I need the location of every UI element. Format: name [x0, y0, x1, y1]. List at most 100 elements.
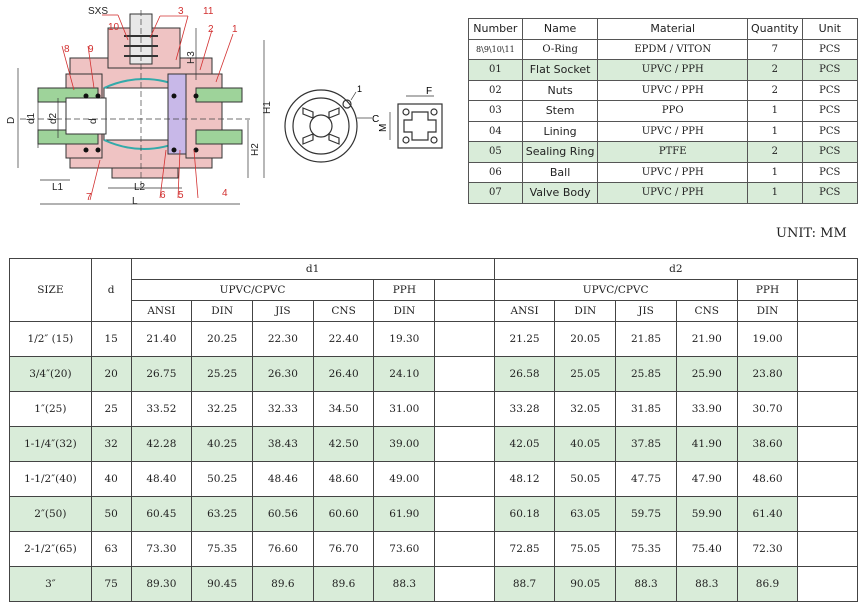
d1-value-cell: 19.30: [373, 321, 436, 357]
d1-value-cell: 48.60: [312, 461, 375, 497]
d2-empty-cell: [797, 531, 858, 567]
d2-value-cell: 23.80: [736, 356, 799, 392]
header-d2-empty: [797, 279, 858, 301]
table-row: 06 Ball UPVC / PPH 1 PCS: [468, 161, 858, 183]
header-d1-empty: [434, 279, 495, 301]
d1-value-cell: 76.60: [252, 531, 314, 567]
part-number: 02: [468, 79, 523, 101]
d2-value-cell: 19.00: [736, 321, 799, 357]
header-pph-din: DIN: [736, 300, 799, 322]
dims-header-row-2: UPVC/CPVC PPH UPVC/CPVC PPH: [10, 279, 858, 301]
d2-value-cell: 42.05: [493, 426, 556, 462]
d1-value-cell: 73.30: [130, 531, 193, 567]
header-size: SIZE: [9, 258, 92, 322]
header-ansi: ANSI: [493, 300, 556, 322]
d1-value-cell: 22.30: [252, 321, 314, 357]
d-cell: 20: [90, 356, 132, 392]
d2-value-cell: 72.30: [736, 531, 799, 567]
d2-value-cell: 31.85: [615, 391, 677, 427]
d1-value-cell: 63.25: [191, 496, 253, 532]
d1-value-cell: 33.52: [130, 391, 193, 427]
d-cell: 40: [90, 461, 132, 497]
header-d2: d2: [493, 258, 858, 280]
part-name: Sealing Ring: [521, 141, 599, 163]
size-cell: 1-1/4″(32): [9, 426, 92, 462]
d1-empty-cell: [434, 391, 495, 427]
d2-empty-cell: [797, 391, 858, 427]
header-d2-upvc: UPVC/CPVC: [493, 279, 738, 301]
d1-value-cell: 26.40: [312, 356, 375, 392]
label-10: 10: [108, 22, 120, 33]
part-unit: PCS: [801, 38, 858, 60]
d1-empty-cell: [434, 566, 495, 602]
part-number: 05: [468, 141, 523, 163]
d2-empty-cell: [797, 356, 858, 392]
table-row: 07 Valve Body UPVC / PPH 1 PCS: [468, 182, 858, 204]
d1-value-cell: 31.00: [373, 391, 436, 427]
header-d2-pph: PPH: [736, 279, 799, 301]
top-view-circle: [284, 89, 372, 163]
table-row: 02 Nuts UPVC / PPH 2 PCS: [468, 79, 858, 101]
table-row: 01 Flat Socket UPVC / PPH 2 PCS: [468, 59, 858, 81]
part-unit: PCS: [801, 59, 858, 81]
dimensions-table: SIZE d d1 d2 UPVC/CPVC PPH UPVC/CPVC PPH…: [9, 258, 858, 602]
header-din: DIN: [191, 300, 253, 322]
d2-value-cell: 21.85: [615, 321, 677, 357]
d1-value-cell: 22.40: [312, 321, 375, 357]
label-5: 5: [178, 190, 184, 201]
label-1: 1: [232, 24, 238, 35]
d2-value-cell: 88.3: [615, 566, 677, 602]
header-d: d: [90, 258, 132, 322]
parts-header-row: Number Name Material Quantity Unit: [468, 18, 858, 40]
d-cell: 50: [90, 496, 132, 532]
d2-value-cell: 59.90: [675, 496, 738, 532]
d2-value-cell: 21.90: [675, 321, 738, 357]
parts-table: Number Name Material Quantity Unit 8\9\1…: [468, 18, 858, 204]
dims-header-row-1: SIZE d d1 d2: [9, 258, 858, 322]
d2-value-cell: 40.05: [554, 426, 617, 462]
d2-empty-cell: [797, 496, 858, 532]
label-L2: L2: [134, 182, 146, 193]
d1-value-cell: 50.25: [191, 461, 253, 497]
label-F: F: [426, 86, 432, 97]
d-cell: 15: [90, 321, 132, 357]
label-d1: d1: [26, 112, 37, 124]
label-C: C: [372, 114, 379, 125]
d1-value-cell: 21.40: [130, 321, 193, 357]
d2-value-cell: 41.90: [675, 426, 738, 462]
d2-value-cell: 25.90: [675, 356, 738, 392]
label-L1: L1: [52, 182, 64, 193]
d1-value-cell: 42.50: [312, 426, 375, 462]
unit-note: UNIT: MM: [776, 226, 847, 241]
label-L: L: [132, 196, 138, 207]
label-2: 2: [208, 24, 214, 35]
dims-header-row-3: ANSI DIN JIS CNS DIN ANSI DIN JIS CNS DI…: [10, 300, 858, 322]
col-material: Material: [597, 18, 748, 40]
header-empty: [434, 300, 495, 322]
d1-value-cell: 75.35: [191, 531, 253, 567]
part-qty: 1: [746, 100, 803, 122]
d2-empty-cell: [797, 461, 858, 497]
col-unit: Unit: [801, 18, 858, 40]
part-unit: PCS: [801, 182, 858, 204]
d2-value-cell: 30.70: [736, 391, 799, 427]
label-3: 3: [178, 6, 184, 17]
size-cell: 3/4″(20): [9, 356, 92, 392]
d1-value-cell: 26.30: [252, 356, 314, 392]
d1-value-cell: 20.25: [191, 321, 253, 357]
size-cell: 1″(25): [9, 391, 92, 427]
d2-value-cell: 88.7: [493, 566, 556, 602]
d1-value-cell: 90.45: [191, 566, 253, 602]
label-H3: H3: [186, 51, 197, 64]
part-qty: 2: [746, 79, 803, 101]
part-material: UPVC / PPH: [597, 59, 748, 81]
part-unit: PCS: [801, 120, 858, 142]
header-cns: CNS: [675, 300, 738, 322]
label-H1: H1: [262, 101, 273, 114]
d1-empty-cell: [434, 356, 495, 392]
label-9: 9: [88, 44, 94, 55]
